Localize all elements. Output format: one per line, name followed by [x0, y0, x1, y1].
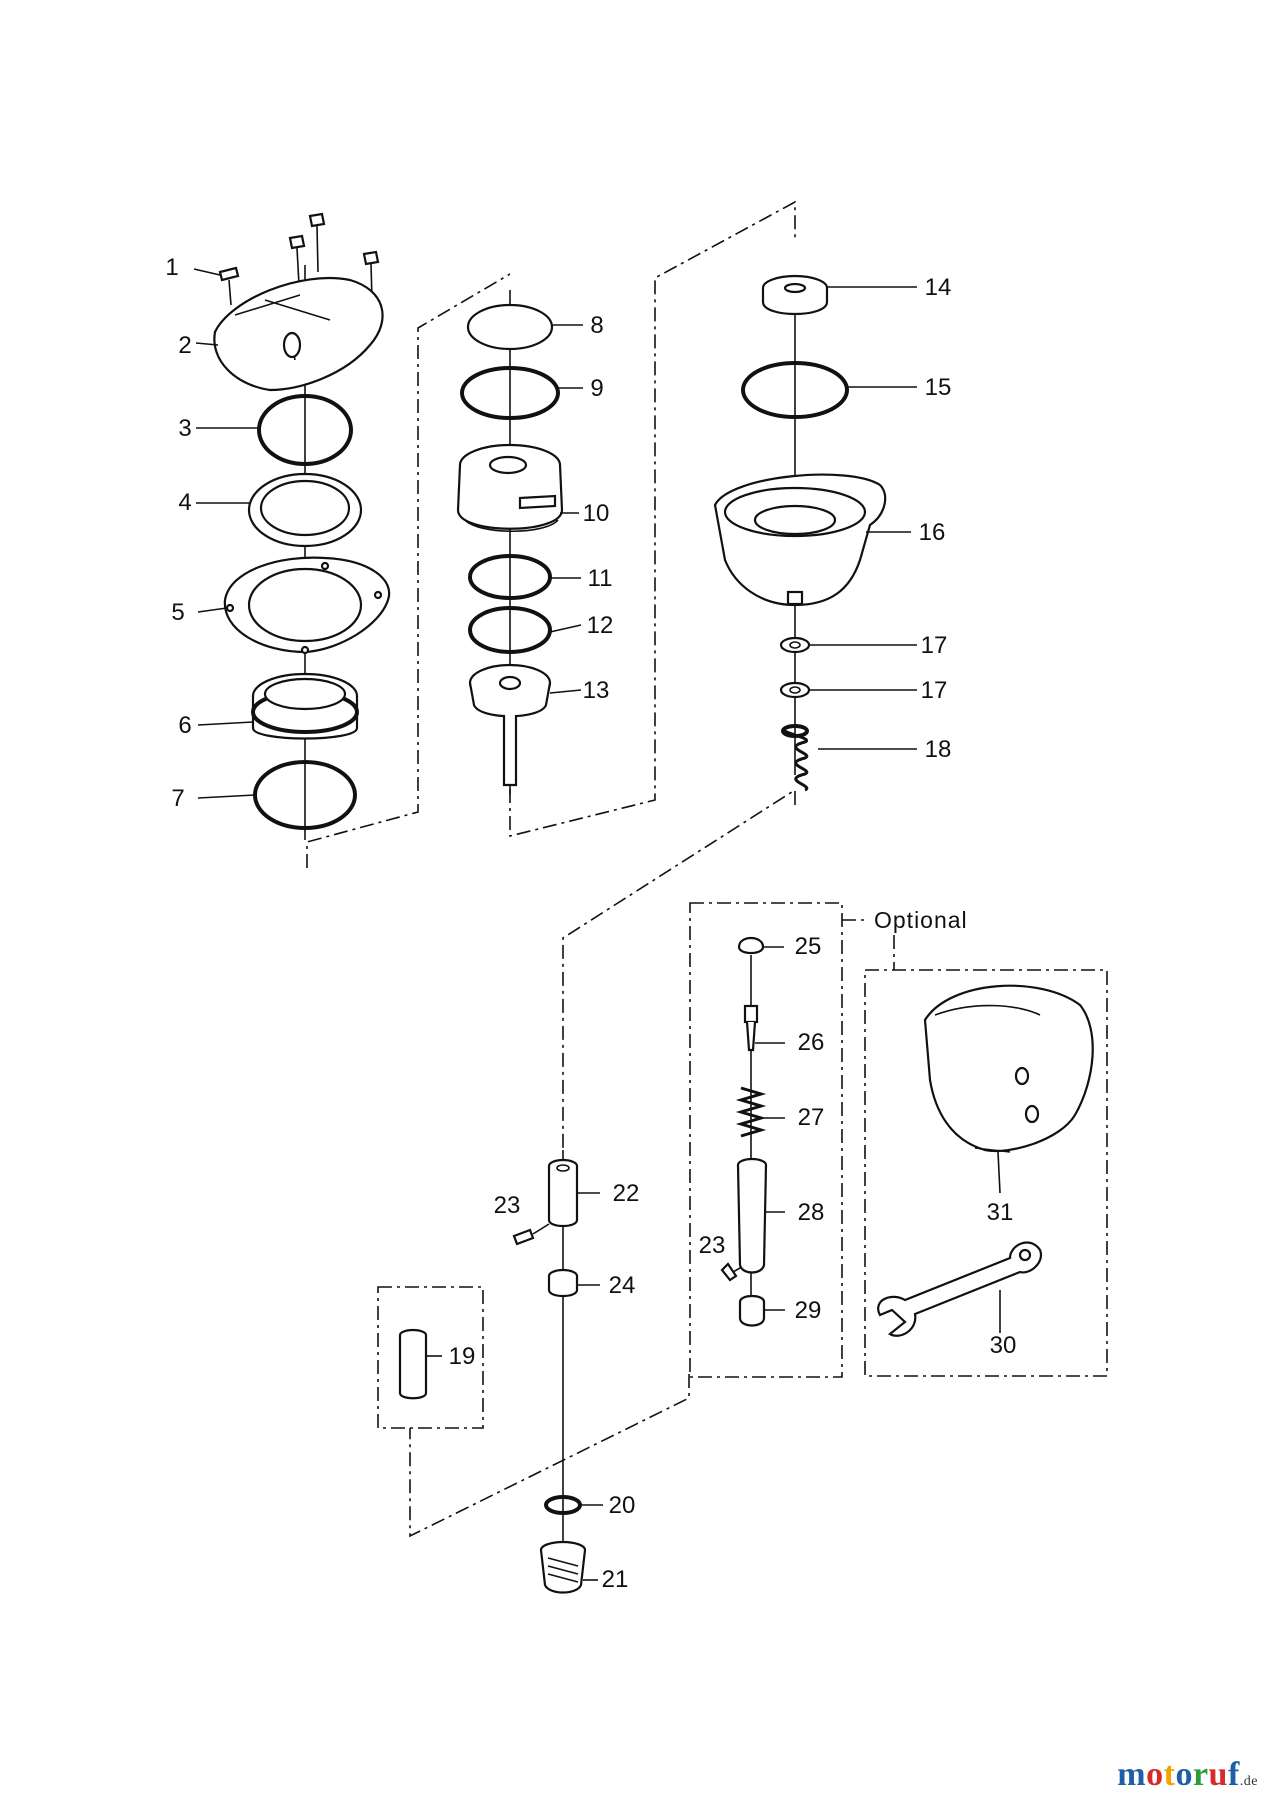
watermark-letter: t — [1163, 1756, 1176, 1793]
part-31-rubber-boot — [923, 984, 1094, 1153]
watermark-letter: f — [1227, 1756, 1240, 1793]
part-1-screws — [218, 212, 380, 306]
callout-7: 7 — [171, 785, 184, 812]
part-13-piston — [468, 663, 552, 787]
part-14-cap — [761, 274, 829, 316]
part-5-gasket — [223, 556, 391, 655]
part-3-oring — [257, 394, 353, 466]
callout-25: 25 — [795, 933, 822, 960]
watermark-letter: r — [1192, 1756, 1209, 1793]
part-21-spring-cup — [539, 1540, 587, 1594]
part-28-valve-stem — [736, 1157, 768, 1274]
optional-label: Optional — [874, 907, 968, 933]
callout-29: 29 — [795, 1297, 822, 1324]
callout-12: 12 — [587, 612, 614, 639]
callout-6: 6 — [178, 712, 191, 739]
callout-20: 20 — [609, 1492, 636, 1519]
part-17-washers — [779, 636, 811, 699]
callout-26: 26 — [798, 1029, 825, 1056]
watermark-logo-letters: motoruf — [1117, 1756, 1240, 1793]
callout-17-lower: 17 — [921, 677, 948, 704]
callout-21: 21 — [602, 1566, 629, 1593]
part-10-rotor-housing — [456, 443, 564, 532]
callout-18: 18 — [925, 736, 952, 763]
watermark-letter: o — [1175, 1756, 1193, 1793]
callout-1: 1 — [165, 254, 178, 281]
part-8-ring — [466, 303, 554, 351]
part-30-wrench — [877, 1241, 1043, 1337]
callout-2: 2 — [178, 332, 191, 359]
motoruf-watermark: motoruf.de — [1117, 1756, 1258, 1794]
part-27-spring — [735, 1086, 767, 1138]
part-24-nut — [547, 1268, 579, 1298]
watermark-domain-suffix: .de — [1239, 1774, 1258, 1789]
callout-9: 9 — [590, 375, 603, 402]
part-23-pin-a — [512, 1223, 550, 1246]
callout-31: 31 — [987, 1199, 1014, 1226]
watermark-letter: u — [1208, 1756, 1228, 1793]
assembly-path-lines — [306, 200, 796, 1538]
callout-17-upper: 17 — [921, 632, 948, 659]
part-2-top-cover — [213, 276, 384, 392]
part-4-seal-ring — [247, 472, 363, 548]
part-26-pin — [743, 1004, 759, 1052]
callout-16: 16 — [919, 519, 946, 546]
callout-23-right: 23 — [699, 1232, 726, 1259]
callout-13: 13 — [583, 677, 610, 704]
part-18-spring — [781, 724, 809, 792]
part-29-cap — [738, 1294, 766, 1327]
optional-boxes — [377, 902, 1108, 1429]
watermark-letter: m — [1117, 1756, 1147, 1793]
part-25-ball — [737, 936, 765, 955]
part-6-bushing — [251, 672, 359, 740]
callout-3: 3 — [178, 415, 191, 442]
callout-5: 5 — [171, 599, 184, 626]
callout-24: 24 — [609, 1272, 636, 1299]
callout-11: 11 — [588, 565, 613, 592]
part-11-oring — [468, 554, 552, 600]
part-15-oring — [741, 361, 849, 419]
part-12-oring — [468, 606, 552, 654]
part-9-ring — [460, 366, 560, 420]
part-16-housing — [713, 473, 887, 607]
callout-8: 8 — [590, 312, 603, 339]
watermark-letter: o — [1146, 1756, 1164, 1793]
callout-15: 15 — [925, 374, 952, 401]
callout-labels: 1 2 3 4 5 6 7 8 9 10 11 12 13 14 15 16 1… — [165, 254, 1016, 1593]
part-19-sleeve — [398, 1328, 428, 1400]
callout-10: 10 — [583, 500, 610, 527]
leader-lines — [193, 268, 1001, 1581]
callout-19: 19 — [449, 1343, 476, 1370]
callout-23-left: 23 — [494, 1192, 521, 1219]
part-22-valve-body — [547, 1158, 579, 1228]
callout-27: 27 — [798, 1104, 825, 1131]
callout-28: 28 — [798, 1199, 825, 1226]
callout-30: 30 — [990, 1332, 1017, 1359]
callout-14: 14 — [925, 274, 952, 301]
callout-22: 22 — [613, 1180, 640, 1207]
part-23-pin-b — [720, 1262, 741, 1282]
callout-4: 4 — [178, 489, 191, 516]
